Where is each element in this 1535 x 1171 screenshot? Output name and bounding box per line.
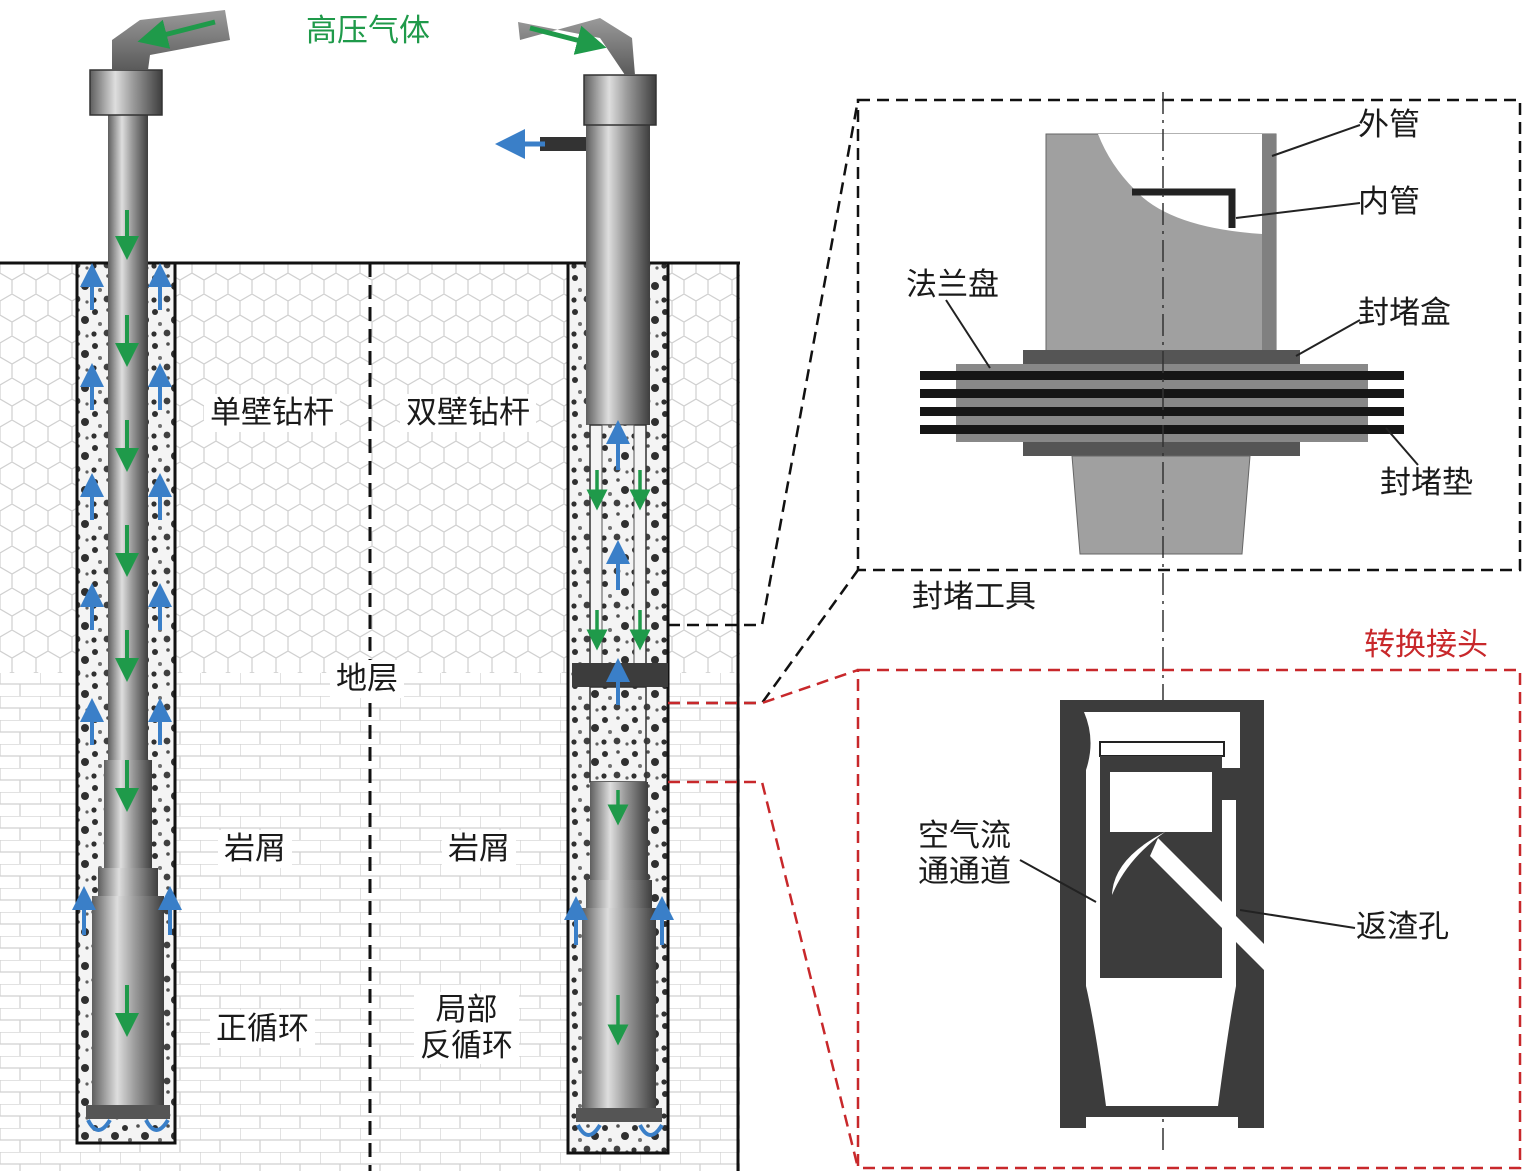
seal-box-label: 封堵盒 (1358, 295, 1451, 331)
inner-pipe-label: 内管 (1358, 184, 1420, 220)
air-channel-label: 空气流 通通道 (918, 818, 1011, 890)
left-borehole (72, 10, 230, 1145)
adapter-detail (856, 668, 1522, 1170)
stratum-label: 地层 (330, 660, 404, 698)
positive-circulation-label: 正循环 (210, 1010, 315, 1048)
sealing-tool-label: 封堵工具 (912, 579, 1036, 615)
slag-return-hole-label: 返渣孔 (1356, 909, 1449, 945)
adapter-frame (856, 668, 1522, 1170)
flange-label: 法兰盘 (906, 267, 999, 303)
outer-pipe-label: 外管 (1358, 107, 1420, 143)
adapter-label: 转换接头 (1364, 627, 1488, 663)
left-gas-hose (112, 10, 230, 70)
single-wall-rod-label: 单壁钻杆 (204, 394, 340, 432)
partial-reverse-line1: 局部 (435, 992, 498, 1028)
high-pressure-gas-label: 高压气体 (306, 13, 430, 49)
partial-reverse-label: 局部 反循环 (414, 992, 519, 1064)
cuttings-right-label: 岩屑 (442, 830, 516, 868)
sealing-tool-frame (856, 98, 1522, 572)
cuttings-left-label: 岩屑 (218, 830, 292, 868)
left-swivel (89, 69, 163, 116)
right-borehole (495, 18, 674, 1155)
air-channel-line1: 空气流 (918, 818, 1011, 854)
right-gas-hose (518, 18, 635, 75)
callout-lines (668, 99, 860, 1169)
partial-reverse-line2: 反循环 (420, 1028, 513, 1064)
sealing-tool-detail (856, 92, 1522, 1152)
air-channel-line2: 通通道 (918, 854, 1011, 890)
right-swivel (583, 74, 657, 126)
double-wall-rod-label: 双壁钻杆 (400, 394, 536, 432)
double-wall-rod (586, 120, 650, 425)
seal-gasket-label: 封堵垫 (1380, 465, 1473, 501)
